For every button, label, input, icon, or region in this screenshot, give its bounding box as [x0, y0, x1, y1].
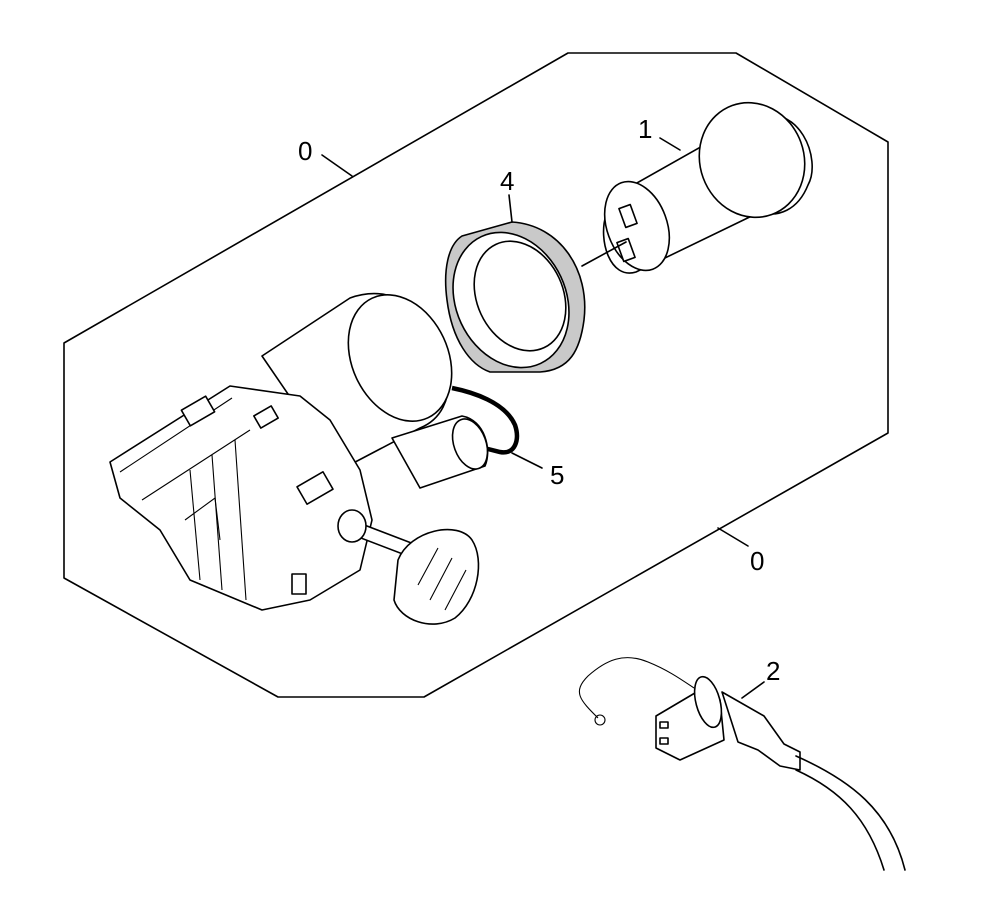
leader-part-4: [508, 194, 513, 223]
ring-part: [444, 221, 586, 373]
callout-part-5: 5: [550, 460, 564, 490]
callout-part-1: 1: [638, 114, 652, 144]
leader-part-1: [659, 137, 681, 151]
callout-part-4: 4: [500, 166, 514, 196]
callout-part-2: 2: [766, 656, 780, 686]
wire-loop-part: [451, 385, 520, 455]
motor-assembly: [109, 292, 489, 625]
capacitor-part: [581, 101, 813, 274]
callout-kit-top: 0: [298, 136, 312, 166]
leader-part-5: [511, 452, 543, 469]
kit-boundary: [63, 52, 889, 698]
leader-kit-bottom: [717, 527, 749, 547]
callout-kit-bottom: 0: [750, 546, 764, 576]
leader-part-2: [741, 681, 765, 699]
leader-kit-top: [321, 154, 353, 177]
plug-part: [578, 657, 906, 871]
